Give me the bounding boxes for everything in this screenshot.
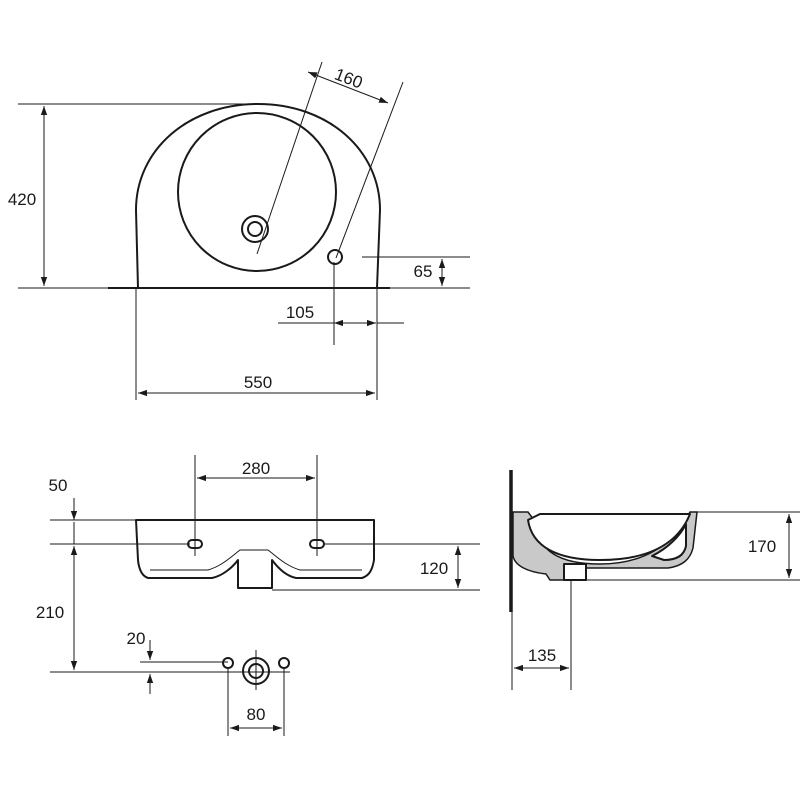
drain-outer — [241, 215, 269, 243]
dim-depth: 420 — [8, 190, 36, 209]
side-overflow — [651, 523, 687, 561]
bracket-hole-left — [222, 657, 234, 669]
drain-inner — [247, 221, 263, 237]
side-waste-outlet — [563, 563, 587, 581]
bracket-hole-right — [278, 657, 290, 669]
dim-tap-offset-y: 65 — [414, 262, 433, 281]
dim-bowl-diameter: 160 — [332, 65, 365, 93]
dim-waste-offset: 135 — [528, 646, 556, 665]
dim-rim-thickness: 50 — [49, 476, 68, 495]
dim-line-160 — [307, 71, 389, 104]
bowl-circle — [177, 112, 337, 272]
dim-basin-height: 170 — [748, 537, 776, 556]
side-bowl-inner — [527, 513, 691, 561]
dim-bracket-spacing: 80 — [247, 705, 266, 724]
dim-bracket-offset: 20 — [127, 629, 146, 648]
basin-outline — [135, 103, 381, 289]
dim-height-to-waste: 120 — [420, 559, 448, 578]
top-view: 420 160 65 105 550 — [8, 61, 470, 400]
dim-tap-spacing: 280 — [242, 459, 270, 478]
dim-mount-height: 210 — [36, 603, 64, 622]
front-view: 280 50 120 210 20 80 — [36, 455, 480, 736]
dim-tap-offset-x: 105 — [286, 303, 314, 322]
dim-width: 550 — [244, 373, 272, 392]
front-basin-outline — [135, 519, 375, 589]
side-view: 170 135 — [509, 470, 800, 690]
front-basin-inner-edge — [150, 549, 362, 571]
tap-hole — [327, 249, 343, 265]
